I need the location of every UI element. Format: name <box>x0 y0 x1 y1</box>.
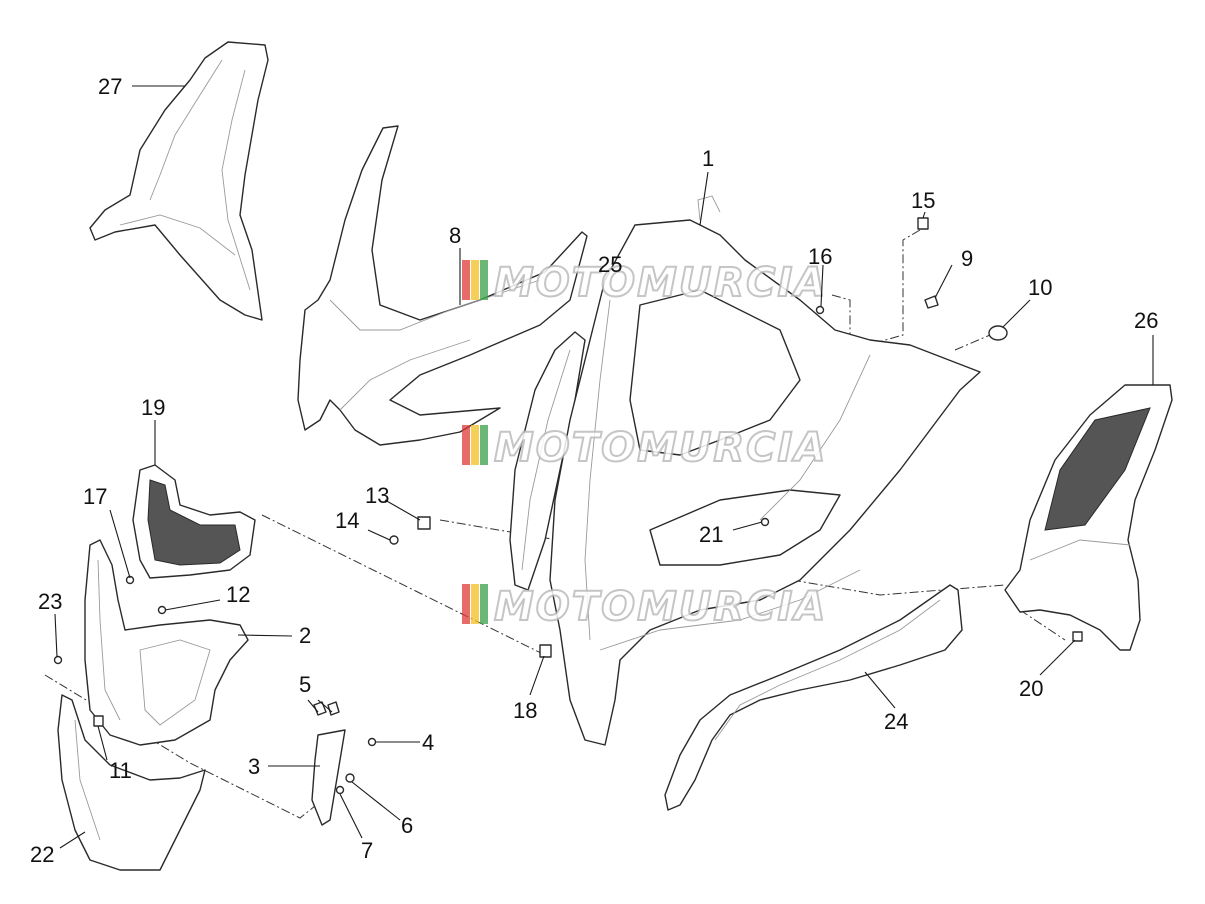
callout-27: 27 <box>98 74 122 99</box>
callout-14: 14 <box>335 508 359 533</box>
callout-15: 15 <box>911 188 935 213</box>
part-25-inner-panel <box>509 331 586 591</box>
callout-18: 18 <box>513 698 537 723</box>
part-1-main-body <box>549 195 981 746</box>
callout-22: 22 <box>30 842 54 867</box>
callout-3: 3 <box>248 754 260 779</box>
fastener-14 <box>389 535 399 545</box>
callout-5: 5 <box>299 672 311 697</box>
clip-13 <box>417 516 431 530</box>
leader-lines <box>54 85 1154 849</box>
callout-16: 16 <box>808 244 832 269</box>
fasteners <box>53 217 1083 795</box>
watermark-logo-middle: MOTOMURCIA <box>462 424 827 472</box>
callout-12: 12 <box>226 582 250 607</box>
watermark-stripe-red <box>462 260 470 300</box>
part-22-lower-spoiler <box>57 694 206 871</box>
part-2-lower-front-panel <box>84 539 249 746</box>
watermark-stripe-green <box>480 260 488 300</box>
clip-15 <box>917 217 929 230</box>
fastener-4 <box>367 737 377 747</box>
fastener-16 <box>815 305 825 315</box>
fastener-21 <box>760 517 770 527</box>
callout-23: 23 <box>38 589 62 614</box>
callout-26: 26 <box>1134 308 1158 333</box>
part-24-side-trim <box>664 584 963 811</box>
clip-9 <box>924 295 939 309</box>
watermark-logo-top: MOTOMURCIA <box>462 259 827 307</box>
watermark-stripe-yellow <box>471 584 479 624</box>
callout-7: 7 <box>361 838 373 863</box>
fastener-7 <box>335 785 345 795</box>
callout-labels: 27 1 8 25 15 16 9 10 26 19 17 13 14 21 1… <box>30 74 1158 867</box>
watermark-stripe-green <box>480 584 488 624</box>
part-19-grille <box>132 464 256 579</box>
part-26-side-grille-panel <box>1004 384 1173 651</box>
callout-19: 19 <box>141 395 165 420</box>
watermark-stripe-yellow <box>471 260 479 300</box>
watermark-stripe-red <box>462 584 470 624</box>
callout-17: 17 <box>83 484 107 509</box>
callout-11: 11 <box>109 758 132 783</box>
part-3-bracket <box>311 701 346 826</box>
watermark-text: MOTOMURCIA <box>494 425 827 471</box>
watermark-stripe-red <box>462 425 470 465</box>
watermark-text: MOTOMURCIA <box>494 260 827 306</box>
callout-10: 10 <box>1028 275 1052 300</box>
callout-2: 2 <box>299 623 311 648</box>
clip-20 <box>1072 631 1083 642</box>
callout-24: 24 <box>884 709 908 734</box>
watermark-stripe-green <box>480 425 488 465</box>
watermark-logo-bottom: MOTOMURCIA <box>462 583 827 631</box>
watermark-text: MOTOMURCIA <box>494 584 827 630</box>
callout-8: 8 <box>449 223 461 248</box>
callout-25: 25 <box>598 252 622 277</box>
callout-9: 9 <box>961 246 973 271</box>
clip-18 <box>539 644 552 658</box>
watermark-stripe-yellow <box>471 425 479 465</box>
callout-6: 6 <box>401 813 413 838</box>
callout-1: 1 <box>702 146 714 171</box>
fastener-6 <box>345 773 355 783</box>
callout-20: 20 <box>1019 676 1043 701</box>
watermark-group: MOTOMURCIA MOTOMURCIA MOTOMURCIA <box>462 259 827 631</box>
grommet-10 <box>988 325 1008 341</box>
callout-4: 4 <box>422 730 434 755</box>
callout-13: 13 <box>365 483 389 508</box>
fastener-12 <box>157 605 167 615</box>
callout-21: 21 <box>699 522 723 547</box>
fastener-23 <box>53 655 63 665</box>
clip-11 <box>93 715 104 727</box>
part-27-side-panel <box>89 41 269 321</box>
